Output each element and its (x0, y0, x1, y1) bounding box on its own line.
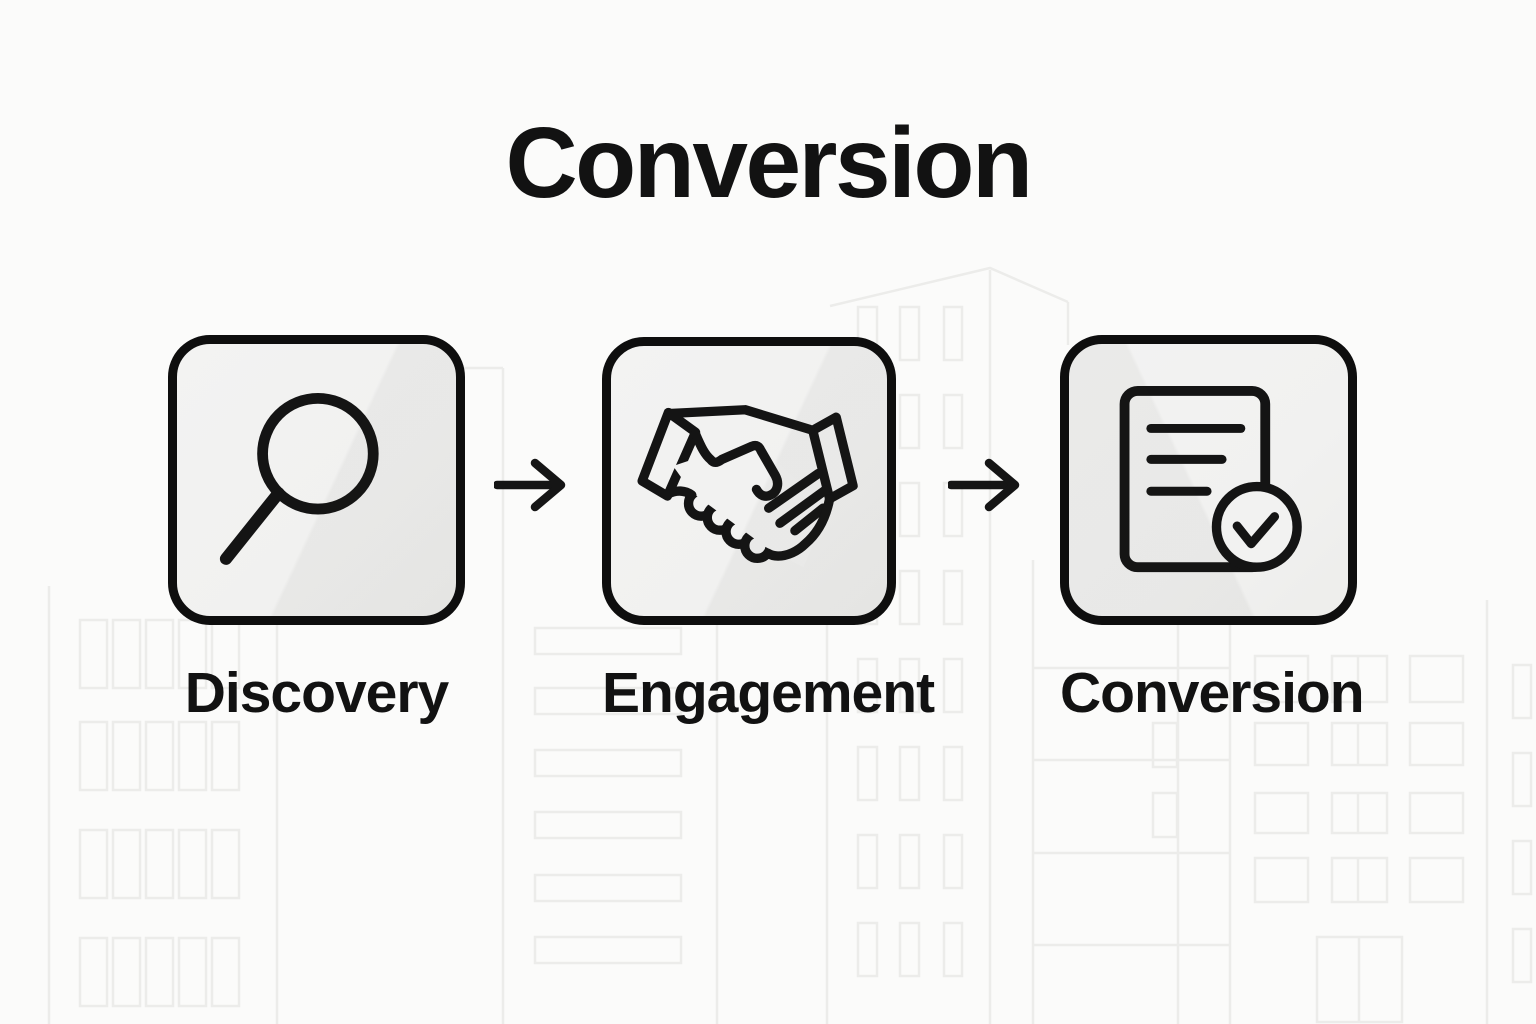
step-label-engagement: Engagement (602, 661, 935, 725)
step-label-conversion: Conversion (1060, 661, 1365, 725)
step-card-engagement (602, 337, 896, 625)
window-bars-middle (533, 626, 683, 965)
document-check-icon (1119, 385, 1302, 573)
step-card-discovery (168, 335, 465, 625)
arrow-right-icon (494, 458, 566, 512)
arrow-right-icon (948, 458, 1020, 512)
handshake-icon (637, 405, 858, 568)
page-title: Conversion (505, 107, 1033, 219)
window-grid-right (1151, 654, 1533, 1024)
step-label-discovery: Discovery (184, 661, 450, 725)
step-card-conversion (1060, 335, 1357, 625)
search-icon (219, 393, 379, 565)
